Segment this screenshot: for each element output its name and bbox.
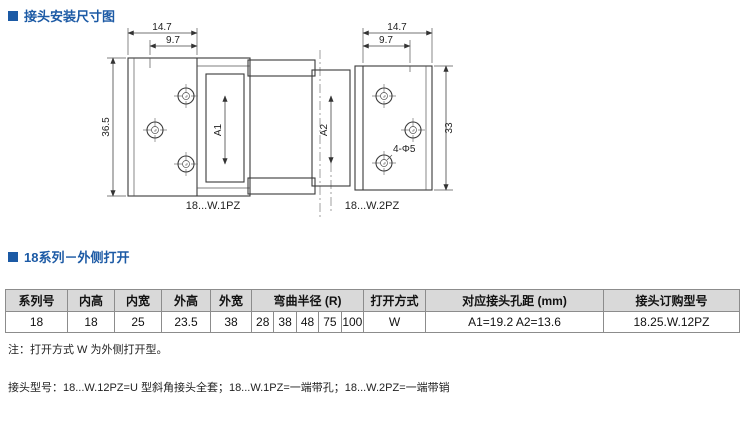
section-bullet-icon (8, 251, 18, 262)
bend-radius-value: 100 (340, 312, 363, 332)
bend-radius-value: 28 (256, 315, 270, 329)
dim-right-width-inner: 9.7 (379, 35, 393, 46)
bend-radius-value: 75 (318, 312, 340, 332)
dim-a1: A1 (213, 123, 224, 136)
mounting-holes-left (143, 84, 198, 176)
dimension-lines (107, 28, 453, 197)
table-data-row: 18 18 25 23.5 38 28 38 48 75 100 W A1=19… (5, 311, 740, 333)
dim-a2: A2 (319, 123, 330, 136)
col-header-hole-distance: 对应接头孔距 (mm) (425, 289, 604, 312)
bend-radius-value: 38 (273, 312, 295, 332)
cell-inner-height: 18 (67, 311, 115, 333)
left-part-label: 18...W.1PZ (186, 200, 241, 212)
col-header-order-model: 接头订购型号 (603, 289, 740, 312)
cell-open-mode: W (363, 311, 426, 333)
connector-model-note: 接头型号：18...W.12PZ=U 型斜角接头全套；18...W.1PZ=一端… (8, 382, 450, 394)
col-header-series: 系列号 (5, 289, 68, 312)
cell-series-no: 18 (5, 311, 68, 333)
col-header-outer-height: 外高 (161, 289, 211, 312)
cell-bend-radii: 28 38 48 75 100 (251, 311, 364, 333)
section-title-dimension-diagram: 接头安装尺寸图 (8, 6, 115, 25)
bend-radius-value: 48 (295, 312, 318, 332)
section-title-text: 18系列－外侧打开 (24, 250, 130, 265)
right-part-label: 18...W.2PZ (345, 200, 400, 212)
section-title-series: 18系列－外侧打开 (8, 247, 129, 266)
cell-outer-width: 38 (210, 311, 252, 333)
dim-right-width-outer: 14.7 (387, 22, 407, 33)
left-connector (127, 57, 251, 197)
spec-table: 系列号 内高 内宽 外高 外宽 弯曲半径 (R) 打开方式 对应接头孔距 (mm… (5, 289, 740, 333)
col-header-open-mode: 打开方式 (363, 289, 426, 312)
cell-inner-width: 25 (114, 311, 162, 333)
right-connector (311, 65, 433, 191)
cell-order-model: 18.25.W.12PZ (603, 311, 740, 333)
table-header-row: 系列号 内高 内宽 外高 外宽 弯曲半径 (R) 打开方式 对应接头孔距 (mm… (5, 289, 740, 312)
dim-left-height: 36.5 (101, 117, 112, 137)
col-header-outer-width: 外宽 (210, 289, 252, 312)
cell-outer-height: 23.5 (161, 311, 211, 333)
dim-right-height: 33 (444, 122, 455, 134)
section-title-text: 接头安装尺寸图 (24, 9, 116, 24)
table-note: 注：打开方式 W 为外侧打开型。 (8, 344, 168, 356)
technical-drawing: 14.7 9.7 36.5 A1 14.7 9.7 33 A2 4-Φ5 18.… (101, 22, 455, 218)
dim-left-width-outer: 14.7 (152, 22, 172, 33)
dim-left-width-inner: 9.7 (166, 35, 180, 46)
col-header-bend-radius: 弯曲半径 (R) (251, 289, 364, 312)
holes-annotation: 4-Φ5 (393, 144, 416, 155)
cell-hole-distance: A1=19.2 A2=13.6 (425, 311, 604, 333)
section-bullet-icon (8, 10, 18, 21)
col-header-inner-width: 内宽 (114, 289, 162, 312)
mounting-holes-right (372, 84, 425, 175)
col-header-inner-height: 内高 (67, 289, 115, 312)
